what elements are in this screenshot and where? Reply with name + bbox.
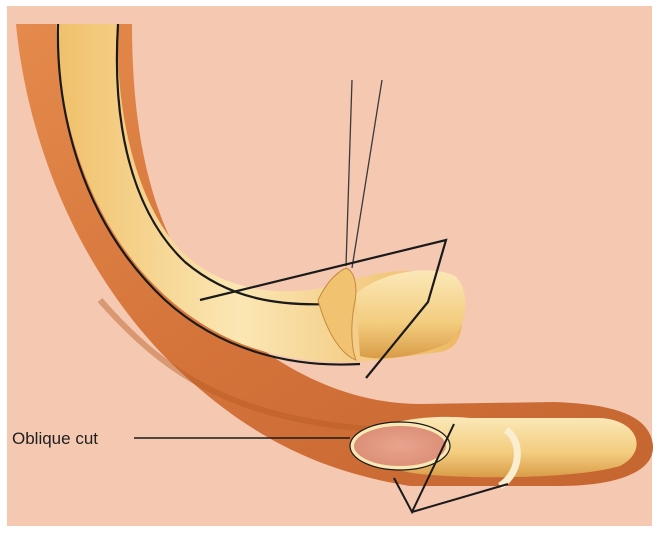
oblique-cut-label: Oblique cut — [12, 429, 98, 448]
oblique-cut-surface — [352, 424, 448, 468]
